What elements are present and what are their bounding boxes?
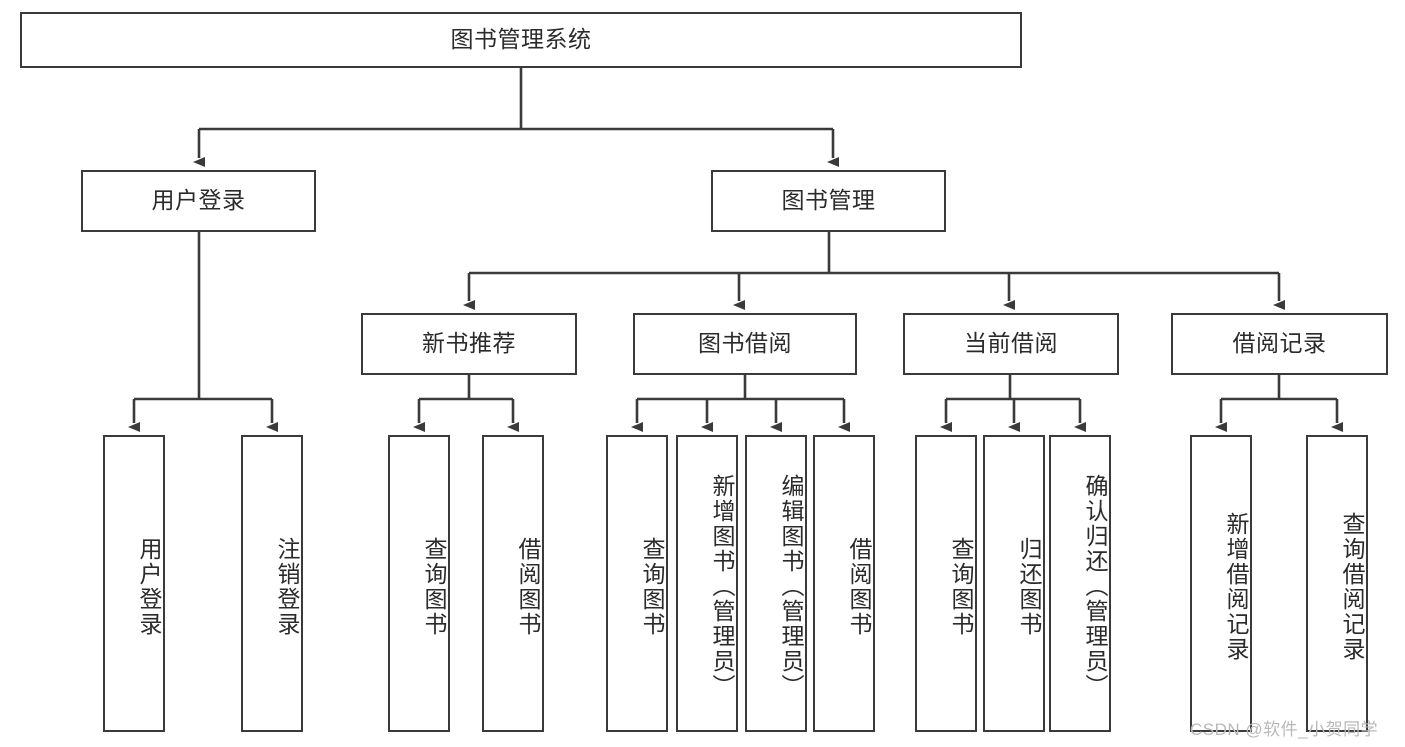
leaf-recommend-borrow-book[interactable]: 借阅图书 [482, 435, 544, 732]
node-label: 归还图书 [1016, 536, 1042, 637]
node-book-borrow[interactable]: 图书借阅 [633, 313, 857, 375]
node-label: 查询图书 [639, 536, 665, 637]
node-label: 用户登录 [151, 187, 246, 214]
node-label: 查询借阅记录 [1339, 511, 1365, 662]
leaf-borrow-add-book-admin[interactable]: 新增图书（管理员） [676, 435, 738, 732]
node-borrow-record[interactable]: 借阅记录 [1171, 313, 1388, 375]
node-book-management[interactable]: 图书管理 [711, 170, 946, 232]
node-label: 确认归还（管理员） [1082, 474, 1108, 699]
node-label: 新书推荐 [422, 330, 516, 357]
node-label: 注销登录 [274, 536, 300, 637]
node-root-system[interactable]: 图书管理系统 [20, 12, 1022, 68]
leaf-current-return-book[interactable]: 归还图书 [983, 435, 1045, 732]
leaf-record-query-record[interactable]: 查询借阅记录 [1306, 435, 1368, 732]
leaf-borrow-borrow-book[interactable]: 借阅图书 [813, 435, 875, 732]
node-label: 编辑图书（管理员） [778, 474, 804, 699]
node-label: 新增图书（管理员） [709, 474, 735, 699]
node-current-borrow[interactable]: 当前借阅 [903, 313, 1119, 375]
leaf-current-confirm-return-admin[interactable]: 确认归还（管理员） [1049, 435, 1111, 732]
node-new-book-recommend[interactable]: 新书推荐 [361, 313, 577, 375]
leaf-user-login-login[interactable]: 用户登录 [103, 435, 165, 732]
node-user-login[interactable]: 用户登录 [81, 170, 316, 232]
node-label: 当前借阅 [964, 330, 1058, 357]
node-label: 借阅图书 [846, 536, 872, 637]
node-label: 新增借阅记录 [1223, 511, 1249, 662]
node-label: 借阅图书 [515, 536, 541, 637]
csdn-watermark: CSDN @软件_小贺同学 [1190, 720, 1379, 739]
node-label: 图书借阅 [698, 330, 792, 357]
leaf-borrow-edit-book-admin[interactable]: 编辑图书（管理员） [745, 435, 807, 732]
leaf-borrow-query-book[interactable]: 查询图书 [606, 435, 668, 732]
node-label: 图书管理 [781, 187, 876, 214]
node-label: 用户登录 [136, 536, 162, 637]
node-label: 查询图书 [421, 536, 447, 637]
node-label: 图书管理系统 [450, 26, 592, 53]
node-label: 查询图书 [948, 536, 974, 637]
node-label: 借阅记录 [1232, 330, 1327, 357]
leaf-current-query-book[interactable]: 查询图书 [915, 435, 977, 732]
leaf-user-login-logout[interactable]: 注销登录 [241, 435, 303, 732]
leaf-record-add-record[interactable]: 新增借阅记录 [1190, 435, 1252, 732]
leaf-recommend-query-book[interactable]: 查询图书 [388, 435, 450, 732]
